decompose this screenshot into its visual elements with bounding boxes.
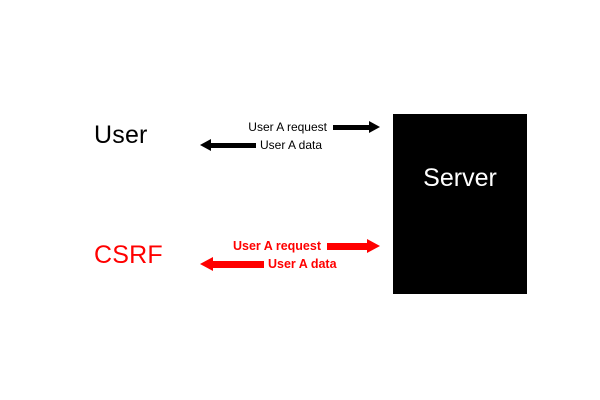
arrow-head bbox=[200, 257, 213, 271]
message-row-csrf-data: User A data bbox=[200, 255, 380, 273]
arrow-head bbox=[367, 239, 380, 253]
message-row-user-data: User A data bbox=[200, 136, 380, 154]
message-label-user-request: User A request bbox=[248, 120, 327, 134]
server-node: Server bbox=[393, 114, 527, 294]
arrow-shaft bbox=[333, 124, 369, 130]
message-label-csrf-request: User A request bbox=[233, 238, 321, 253]
arrow-head bbox=[369, 121, 380, 133]
arrow-tail-stub bbox=[247, 142, 256, 148]
arrow-shaft bbox=[211, 142, 247, 148]
message-flow-csrf: User A request User A data bbox=[200, 237, 380, 283]
server-label: Server bbox=[423, 164, 497, 192]
arrow-shaft bbox=[327, 242, 367, 250]
arrow-tail-stub bbox=[253, 260, 264, 268]
message-row-csrf-request: User A request bbox=[200, 237, 380, 255]
arrow-right-icon bbox=[321, 239, 380, 253]
message-label-csrf-data: User A data bbox=[268, 256, 337, 271]
message-label-user-data: User A data bbox=[260, 138, 323, 152]
actor-label-csrf: CSRF bbox=[94, 241, 163, 269]
arrow-right-icon bbox=[327, 121, 380, 133]
message-row-user-request: User A request bbox=[200, 118, 380, 136]
arrow-left-icon bbox=[200, 139, 247, 151]
actor-label-user: User bbox=[94, 121, 148, 149]
arrow-shaft bbox=[213, 260, 253, 268]
message-flow-user: User A request User A data bbox=[200, 118, 380, 162]
arrow-left-icon bbox=[200, 257, 253, 271]
arrow-head bbox=[200, 139, 211, 151]
